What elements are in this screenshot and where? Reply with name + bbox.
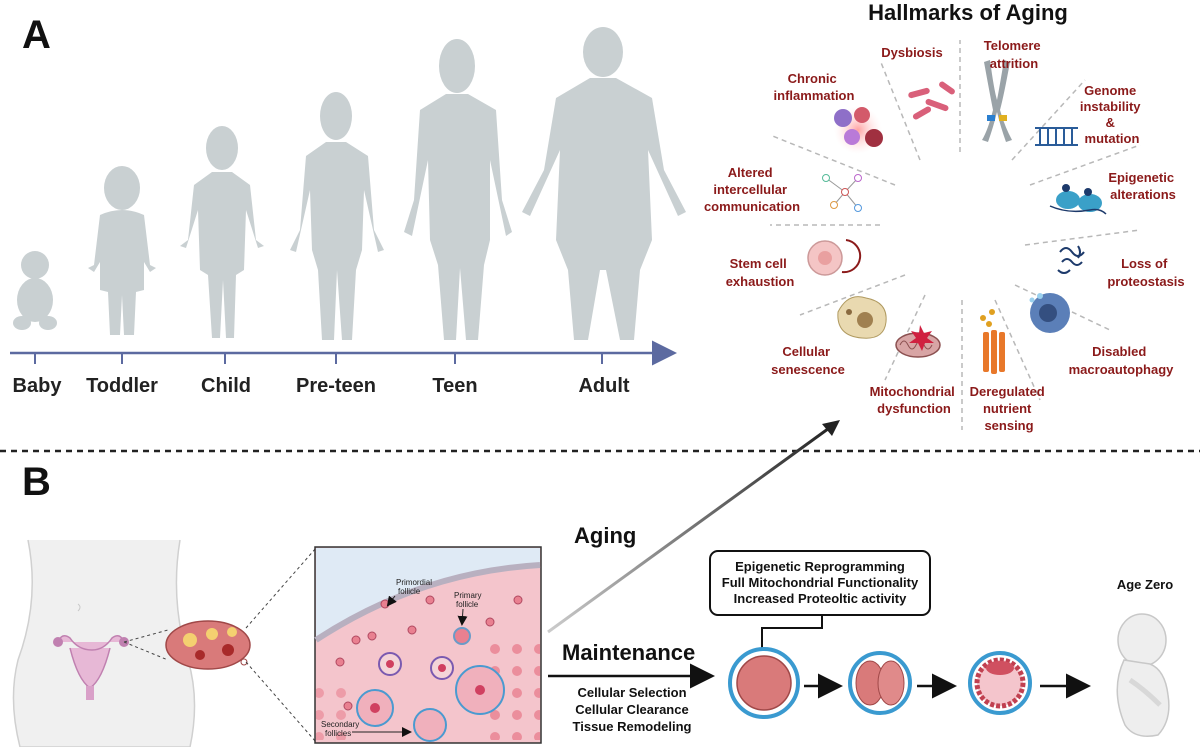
- hallmark-genome-instability: Genome instability & mutation: [1080, 83, 1144, 146]
- box-line-1: Epigenetic Reprogramming: [735, 559, 905, 574]
- timeline-labels: Baby Toddler Child Pre-teen Teen Adult: [13, 375, 630, 397]
- aging-label: Aging: [574, 523, 636, 548]
- box-line-3: Increased Proteoltic activity: [734, 591, 907, 606]
- maintenance-item-3: Tissue Remodeling: [573, 719, 692, 734]
- panel-b-label: B: [22, 460, 51, 504]
- bacteria-icon: [908, 81, 955, 120]
- two-cell-embryo-icon: [848, 651, 912, 715]
- baby-silhouette: [13, 251, 57, 330]
- maintenance-item-1: Cellular Selection: [577, 685, 686, 700]
- hallmark-disabled-macroautophagy: Disabled macroautophagy: [1069, 344, 1175, 377]
- box-line-2: Full Mitochondrial Functionality: [722, 575, 919, 590]
- stage-label-preteen: Pre-teen: [296, 375, 376, 397]
- hallmark-icons: [807, 60, 1107, 374]
- senescent-cell-icon: [837, 296, 887, 339]
- maintenance-list: Cellular Selection Cellular Clearance Ti…: [573, 685, 692, 734]
- fetus-icon: [1116, 613, 1170, 737]
- dna-icon: [1035, 127, 1078, 146]
- stage-label-toddler: Toddler: [86, 375, 158, 397]
- reprogramming-box: Epigenetic Reprogramming Full Mitochondr…: [709, 550, 931, 650]
- hallmark-stem-cell-exhaustion: Stem cell exhaustion: [726, 256, 795, 289]
- hallmark-loss-of-proteostasis: Loss of proteostasis: [1107, 256, 1184, 289]
- stem-cell-icon: [807, 239, 862, 276]
- protein-aggregate-icon: [1057, 245, 1085, 274]
- primary-follicle-label: Primary follicle: [454, 591, 484, 609]
- autophagy-cell-icon: [1029, 293, 1070, 333]
- hallmark-cellular-senescence: Cellular senescence: [771, 344, 845, 377]
- hallmarks-title: Hallmarks of Aging: [868, 0, 1068, 25]
- hallmark-dysbiosis: Dysbiosis: [881, 45, 942, 60]
- timeline-ticks: [34, 353, 603, 364]
- mitochondrion-icon: [895, 325, 941, 358]
- uterus-icon: [53, 635, 129, 700]
- primordial-follicle-label: Primordial follicle: [396, 578, 434, 596]
- adult-silhouette: [522, 27, 686, 340]
- stage-label-baby: Baby: [13, 375, 63, 397]
- hallmark-altered-communication: Altered intercellular communication: [704, 165, 800, 214]
- child-silhouette: [180, 126, 264, 338]
- zoom-line-2: [123, 641, 169, 661]
- secondary-follicles-label: Secondary follicles: [321, 720, 361, 738]
- teen-silhouette: [404, 39, 512, 340]
- network-icon: [822, 174, 862, 212]
- hallmark-telomere-attrition: Telomere attrition: [984, 38, 1044, 71]
- silhouettes: [13, 27, 686, 340]
- zygote-icon: [728, 647, 800, 719]
- ovary-tissue-panel: Primordial follicle Primary follicle Sec…: [314, 546, 542, 744]
- maintenance-item-2: Cellular Clearance: [575, 702, 688, 717]
- age-zero-label: Age Zero: [1117, 577, 1173, 592]
- hallmark-epigenetic-alterations: Epigenetic alterations: [1108, 170, 1177, 202]
- zoom-line-3: [245, 547, 317, 629]
- hallmark-chronic-inflammation: Chronic inflammation: [774, 71, 855, 103]
- panel-a-label: A: [22, 13, 51, 57]
- ovary-icon: [165, 620, 251, 670]
- hallmark-mitochondrial-dysfunction: Mitochondrial dysfunction: [870, 384, 959, 416]
- aging-arrow: [547, 424, 833, 634]
- chromosome-icon: [982, 60, 1012, 142]
- immune-cells-icon: [834, 106, 883, 154]
- hallmark-labels: Dysbiosis Telomere attrition Genome inst…: [704, 38, 1185, 433]
- stage-label-child: Child: [201, 375, 251, 397]
- toddler-silhouette: [88, 166, 156, 335]
- aging-arrowhead: [822, 420, 840, 436]
- nucleosome-icon: [1049, 184, 1107, 215]
- blastocyst-icon: [968, 651, 1032, 715]
- preteen-silhouette: [290, 92, 384, 340]
- receptor-icon: [980, 309, 1005, 374]
- zoom-line-4: [245, 661, 317, 743]
- hallmark-deregulated-nutrient-sensing: Deregulated nutrient sensing: [970, 384, 1049, 433]
- maintenance-label: Maintenance: [562, 640, 695, 665]
- stage-label-teen: Teen: [432, 375, 477, 397]
- female-torso: [12, 539, 196, 747]
- zoom-line-1: [123, 629, 169, 643]
- stage-label-adult: Adult: [578, 375, 629, 397]
